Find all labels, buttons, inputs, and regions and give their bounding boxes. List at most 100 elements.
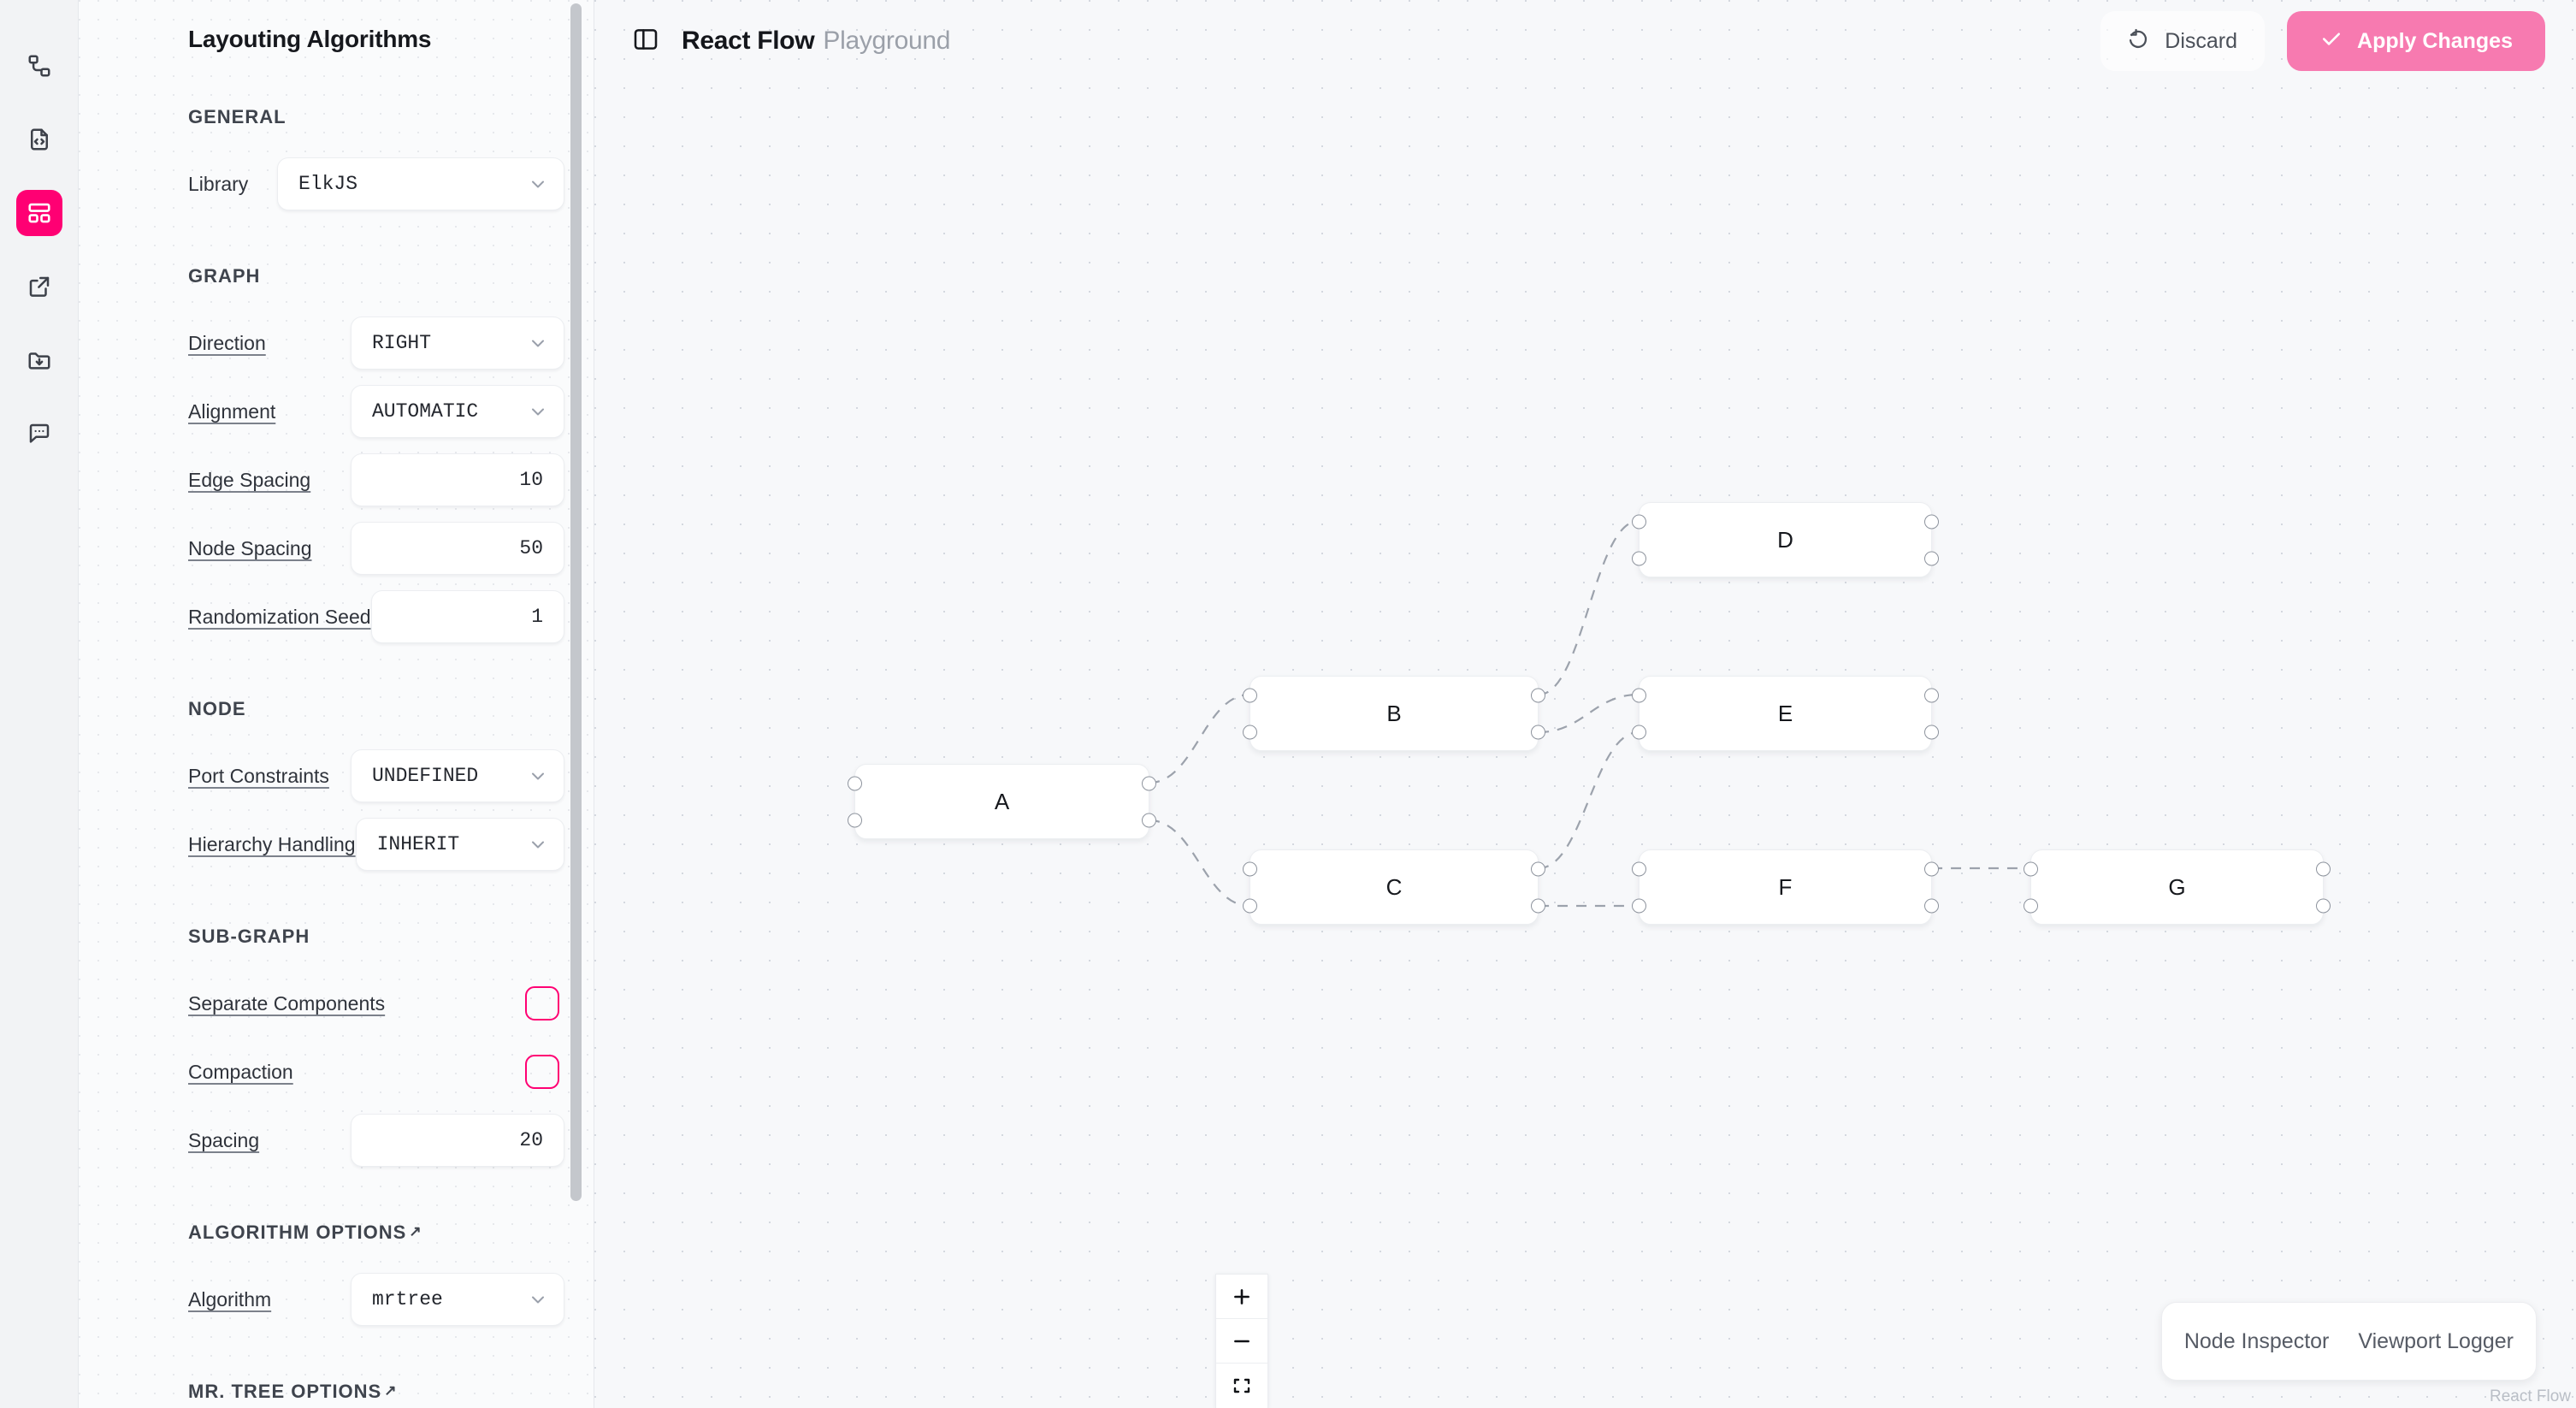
setting-row-alignment: Alignment AUTOMATIC (79, 385, 594, 438)
toggle-panel-button[interactable] (629, 24, 663, 58)
zoom-out-button[interactable] (1216, 1319, 1267, 1364)
flow-edge-b-d[interactable] (1538, 519, 1640, 696)
flow-node-b[interactable]: B (1243, 676, 1545, 751)
node-handle-left-top[interactable] (1243, 861, 1257, 876)
sidebar-item-layout[interactable] (15, 190, 62, 236)
fit-view-button[interactable] (1216, 1364, 1267, 1408)
setting-select-value: AUTOMATIC (372, 400, 479, 423)
node-handle-left-top[interactable] (1243, 688, 1257, 702)
node-handle-right-bottom[interactable] (1924, 551, 1939, 565)
sidebar-item-download[interactable] (16, 337, 62, 383)
setting-select-direction[interactable]: RIGHT (351, 317, 564, 370)
node-handle-right-bottom[interactable] (1531, 725, 1545, 739)
node-handle-left-bottom[interactable] (848, 813, 862, 827)
setting-checkbox-compaction[interactable] (525, 1055, 559, 1089)
node-handle-left-top[interactable] (848, 776, 862, 790)
node-handle-right-top[interactable] (1924, 688, 1939, 702)
section-heading-algorithm-options[interactable]: ALGORITHM OPTIONS↗ (79, 1222, 594, 1244)
setting-select-algorithm[interactable]: mrtree (351, 1273, 564, 1326)
node-handle-right-bottom[interactable] (1924, 725, 1939, 739)
flow-edge-c-e[interactable] (1538, 731, 1640, 870)
node-handle-left-bottom[interactable] (1632, 551, 1646, 565)
page-title: Layouting Algorithms (188, 26, 432, 52)
flow-node-f[interactable]: F (1632, 849, 1939, 925)
sidebar-item-code[interactable] (16, 116, 62, 163)
node-handle-left-top[interactable] (1632, 688, 1646, 702)
flow-node-label: C (1385, 873, 1403, 900)
flow-node-label: G (2168, 873, 2186, 900)
flow-node-c[interactable]: C (1243, 849, 1545, 925)
zoom-in-button[interactable] (1216, 1275, 1267, 1319)
node-handle-right-bottom[interactable] (1924, 898, 1939, 913)
flow-edge-b-e[interactable] (1538, 693, 1640, 734)
discard-button[interactable]: Discard (2100, 11, 2266, 71)
node-handle-left-bottom[interactable] (1632, 898, 1646, 913)
brand-subtitle: Playground (823, 27, 951, 55)
setting-label-alignment: Alignment (188, 399, 276, 423)
section-heading-mr-tree-options[interactable]: MR. TREE OPTIONS↗ (79, 1381, 594, 1403)
setting-label-algorithm: Algorithm (188, 1287, 272, 1310)
tab-node-inspector[interactable]: Node Inspector (2183, 1328, 2330, 1353)
node-handle-left-bottom[interactable] (1243, 898, 1257, 913)
node-handle-right-bottom[interactable] (1142, 813, 1156, 827)
apply-changes-button[interactable]: Apply Changes (2287, 11, 2545, 71)
zoom-controls (1215, 1274, 1268, 1408)
node-handle-left-bottom[interactable] (1632, 725, 1646, 739)
section-heading-sub-graph: SUB-GRAPH (79, 926, 594, 948)
node-handle-left-top[interactable] (1632, 514, 1646, 529)
setting-label-randomization-seed: Randomization Seed (188, 605, 371, 628)
edge-layer (1149, 519, 2030, 908)
flow-node-d[interactable]: D (1632, 502, 1939, 577)
setting-number-spacing[interactable]: 20 (351, 1114, 564, 1167)
node-handle-right-bottom[interactable] (1531, 898, 1545, 913)
react-flow-attribution[interactable]: React Flow (2489, 1387, 2571, 1405)
node-handle-right-top[interactable] (2316, 861, 2331, 876)
flow-node-label: F (1778, 873, 1793, 900)
flow-edge-a-b[interactable] (1149, 693, 1250, 784)
node-handle-left-top[interactable] (2024, 861, 2038, 876)
sidebar-item-open-external[interactable] (16, 263, 62, 310)
setting-select-value: UNDEFINED (372, 765, 479, 787)
flow-canvas[interactable]: React Flow Playground Discard Apply Chang… (594, 0, 2576, 1408)
flow-node-e[interactable]: E (1632, 676, 1939, 751)
sidebar-item-feedback[interactable] (16, 411, 62, 457)
node-handle-right-top[interactable] (1531, 861, 1545, 876)
node-handle-right-top[interactable] (1531, 688, 1545, 702)
nodes-graph-icon (27, 53, 52, 79)
apply-changes-label: Apply Changes (2357, 28, 2513, 53)
tab-viewport-logger[interactable]: Viewport Logger (2358, 1328, 2514, 1353)
node-handle-right-top[interactable] (1924, 514, 1939, 529)
node-handle-right-top[interactable] (1924, 861, 1939, 876)
flow-edge-a-c[interactable] (1149, 819, 1250, 908)
setting-number-node-spacing[interactable]: 50 (351, 522, 564, 575)
setting-select-port-constraints[interactable]: UNDEFINED (351, 749, 564, 802)
panel-toggle-icon (632, 26, 659, 57)
setting-row-separate-components: Separate Components (79, 977, 594, 1030)
flow-node-g[interactable]: G (2024, 849, 2331, 925)
setting-select-library[interactable]: ElkJS (277, 157, 564, 210)
setting-select-hierarchy-handling[interactable]: INHERIT (355, 818, 564, 871)
flow-node-a[interactable]: A (848, 764, 1156, 839)
sidebar-item-graph[interactable] (16, 43, 62, 89)
node-handle-right-top[interactable] (1142, 776, 1156, 790)
brand-name: React Flow (682, 27, 815, 55)
panel-scrollbar-thumb[interactable] (570, 3, 582, 1201)
setting-number-value: 10 (519, 469, 543, 491)
setting-select-alignment[interactable]: AUTOMATIC (351, 385, 564, 438)
node-handle-left-top[interactable] (1632, 861, 1646, 876)
setting-number-randomization-seed[interactable]: 1 (370, 590, 564, 643)
setting-label-direction: Direction (188, 331, 266, 354)
node-handle-left-bottom[interactable] (1243, 725, 1257, 739)
node-handle-left-bottom[interactable] (2024, 898, 2038, 913)
node-handle-right-bottom[interactable] (2316, 898, 2331, 913)
folder-download-icon (27, 347, 52, 373)
setting-checkbox-separate-components[interactable] (525, 986, 559, 1021)
chevron-down-icon (528, 401, 548, 422)
setting-number-edge-spacing[interactable]: 10 (351, 453, 564, 506)
setting-number-value: 20 (519, 1129, 543, 1151)
